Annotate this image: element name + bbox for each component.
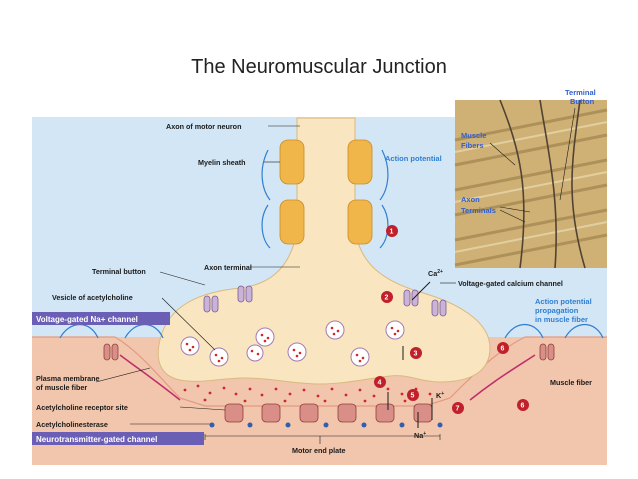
step-6a: 6: [501, 346, 505, 353]
label-terminal-button: Terminal button: [92, 267, 146, 276]
step-6b: 6: [521, 403, 525, 410]
label-voltage-gated-calcium-channel: Voltage-gated calcium channel: [458, 279, 563, 288]
step-4: 4: [378, 380, 382, 387]
step-3: 3: [414, 351, 418, 358]
label-motor-end-plate: Motor end plate: [292, 446, 346, 455]
acetylcholine-molecules: [183, 384, 432, 403]
myelin-segment: [279, 199, 305, 245]
micrograph-inset: [454, 99, 608, 269]
label-box-neurotransmitter-gated: [32, 432, 204, 445]
label-action-potential: Action potential: [385, 154, 442, 163]
step-2: 2: [385, 295, 389, 302]
step-1: 1: [390, 229, 394, 236]
label-axon-terminal: Axon terminal: [204, 263, 252, 272]
label-ap-propagation-2: propagation: [535, 306, 579, 315]
label-vesicle-of-acetylcholine: Vesicle of acetylcholine: [52, 293, 133, 302]
page-title: The Neuromuscular Junction: [191, 56, 447, 78]
label-muscle-fiber: Muscle fiber: [550, 378, 592, 387]
calcium-channels: [203, 285, 447, 317]
propagation-arrows: [119, 354, 536, 401]
label-ca: Ca2+: [428, 269, 443, 278]
label-k-plus: K+: [436, 391, 444, 400]
photo-leader-lines: [489, 107, 576, 223]
label-neurotransmitter-gated-channel: Neurotransmitter-gated channel: [36, 435, 157, 444]
axon-terminal-shape: [157, 117, 491, 385]
label-ap-propagation-1: Action potential: [535, 297, 592, 306]
myelin-segment: [347, 139, 373, 185]
label-plasma-membrane-1: Plasma membrane: [36, 374, 100, 383]
step-markers: 1 2 3 4 5 6 6 7: [374, 225, 529, 414]
label-acetylcholinesterase: Acetylcholinesterase: [36, 420, 108, 429]
label-axon-of-motor-neuron: Axon of motor neuron: [166, 122, 241, 131]
vesicles: [180, 320, 405, 367]
photo-muscle-fibers-label-2: Fibers: [461, 141, 484, 150]
label-voltage-gated-na-channel: Voltage-gated Na+ channel: [36, 315, 138, 324]
myelin-segment: [279, 139, 305, 185]
photo-muscle-fibers-label: Muscle: [461, 131, 486, 140]
myelin-segment: [347, 199, 373, 245]
step-5: 5: [411, 393, 415, 400]
photo-axon-terminals-label-2: Terminals: [461, 206, 496, 215]
acetylcholine-receptors: [209, 403, 443, 428]
photo-terminal-button-label: Terminal: [565, 88, 596, 97]
label-plasma-membrane-2: of muscle fiber: [36, 383, 87, 392]
photo-axon-terminals-label: Axon: [461, 195, 480, 204]
voltage-gated-na-channels: [103, 343, 555, 361]
step-7: 7: [456, 406, 460, 413]
label-leader-lines: [95, 125, 456, 444]
label-box-voltage-gated-na: [32, 312, 170, 325]
label-na-plus: Na+: [414, 431, 426, 440]
flow-arrows: [387, 281, 433, 428]
label-ap-propagation-3: in muscle fiber: [535, 315, 588, 324]
label-myelin-sheath: Myelin sheath: [198, 158, 246, 167]
label-acetylcholine-receptor-site: Acetylcholine receptor site: [36, 403, 128, 412]
photo-terminal-button-label-2: Button: [570, 97, 595, 106]
